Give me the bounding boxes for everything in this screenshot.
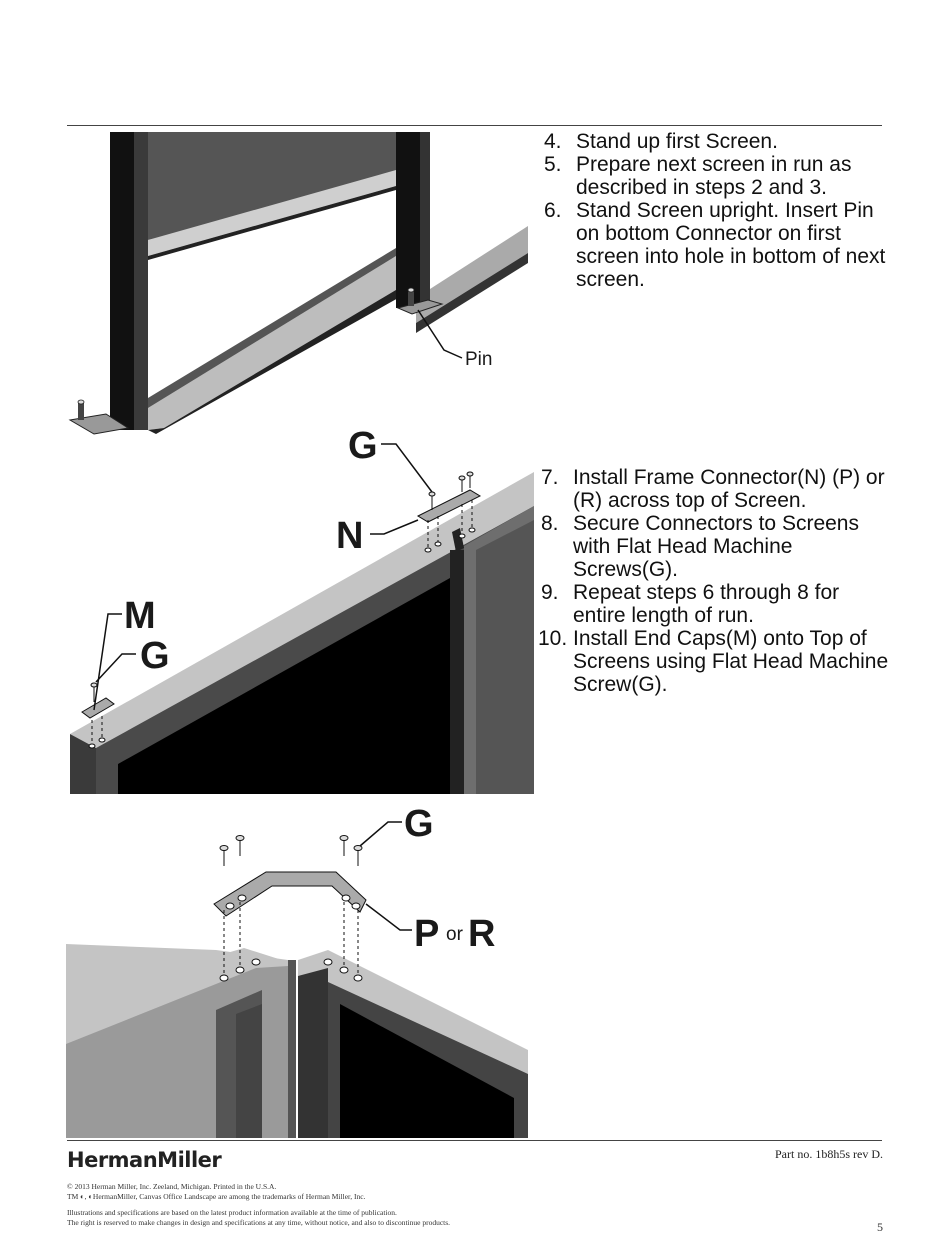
label-g-top: G <box>348 425 378 467</box>
copyright-text: © 2013 Herman Miller, Inc. Zeeland, Mich… <box>67 1182 277 1191</box>
step-item: 8.Secure Connectors to Screens with Flat… <box>541 512 859 581</box>
top-rule <box>67 125 882 126</box>
footer-rule <box>67 1140 882 1141</box>
label-g-left: G <box>140 635 170 677</box>
label-n: N <box>336 515 363 557</box>
label-or: or <box>446 924 464 945</box>
steps-list-2: 7.Install Frame Connector(N) (P) or (R) … <box>538 466 891 696</box>
page-number: 5 <box>877 1220 883 1234</box>
step-item: 9.Repeat steps 6 through 8 for entire le… <box>541 581 840 627</box>
disclaimer-line-1: Illustrations and specifications are bas… <box>67 1208 397 1217</box>
figure-angled-connector: G P or R <box>66 803 528 1138</box>
figure-stand-screen: Pin <box>68 132 528 435</box>
label-r: R <box>468 913 495 955</box>
trademark-text: TM ◐, ◐HermanMiller, Canvas Office Lands… <box>67 1192 366 1201</box>
label-m: M <box>124 595 156 637</box>
figure-frame-connector: G N M G <box>70 425 534 794</box>
step-item: 5.Prepare next screen in run as describe… <box>544 153 852 199</box>
part-number: Part no. 1b8h5s rev D. <box>775 1147 883 1161</box>
pin-label: Pin <box>465 349 492 370</box>
step-item: 7.Install Frame Connector(N) (P) or (R) … <box>541 466 885 512</box>
brand-logo: HermanMiller <box>67 1148 222 1172</box>
label-g: G <box>404 803 434 845</box>
step-item: 4.Stand up first Screen. <box>544 130 778 153</box>
step-item: 10.Install End Caps(M) onto Top of Scree… <box>538 627 889 696</box>
step-item: 6.Stand Screen upright. Insert Pin on bo… <box>544 199 886 291</box>
label-p: P <box>414 913 439 955</box>
disclaimer-line-2: The right is reserved to make changes in… <box>67 1218 451 1227</box>
steps-list-1: 4.Stand up first Screen. 5.Prepare next … <box>544 130 894 291</box>
